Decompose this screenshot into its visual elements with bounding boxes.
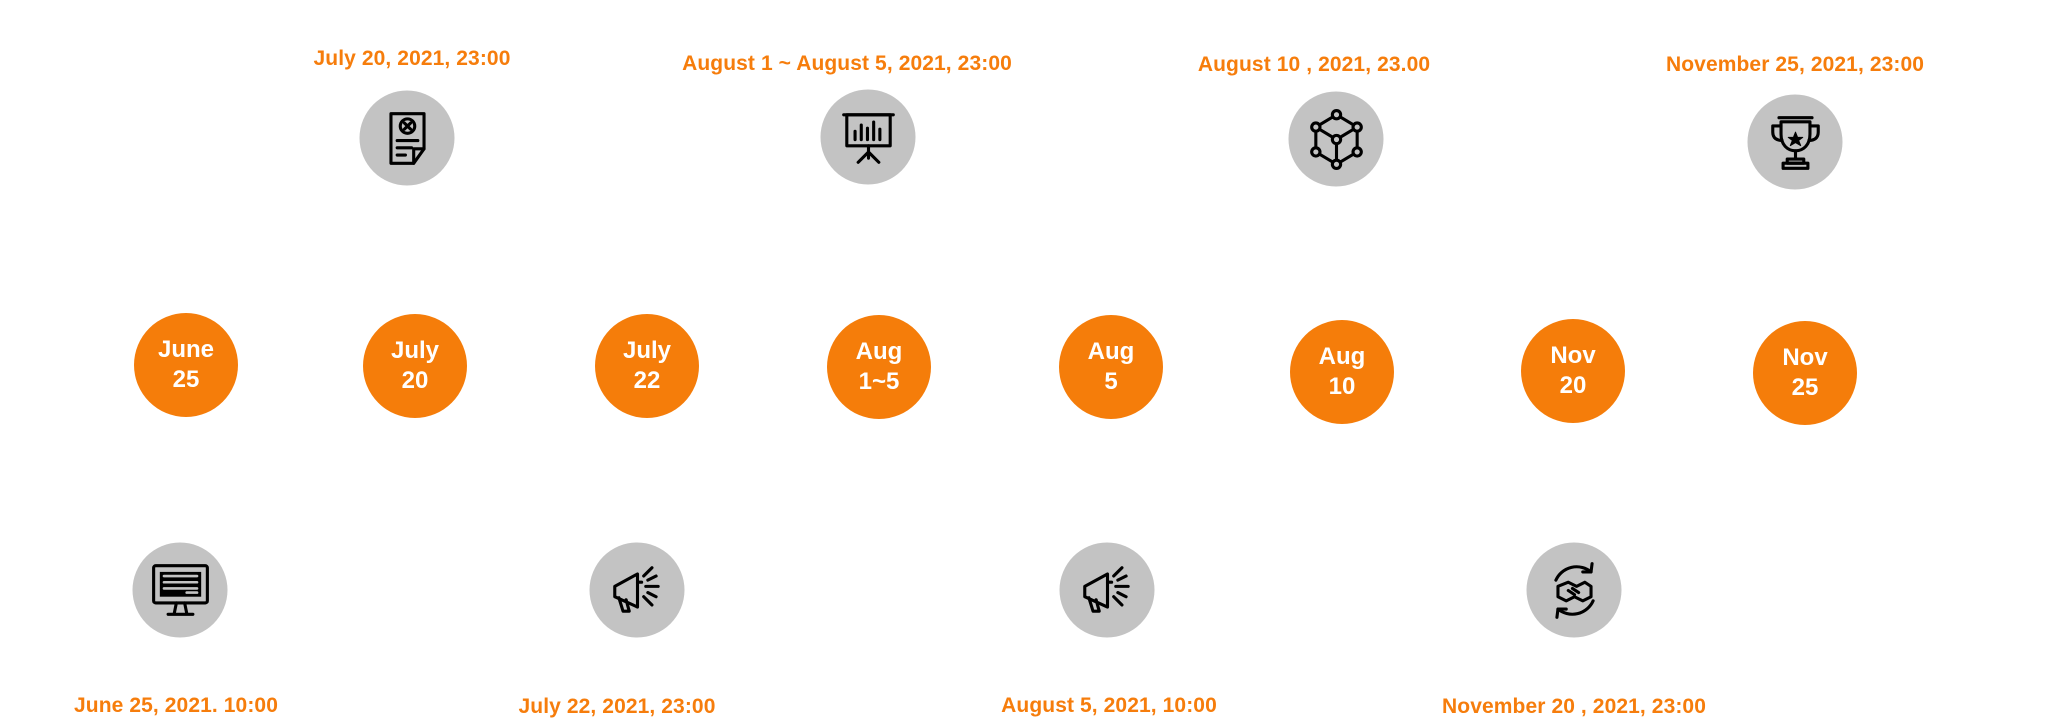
event-detail-label: July 20, 2021, 23:00 — [313, 47, 511, 70]
event-detail-label: November 20 , 2021, 23:00 — [1442, 695, 1706, 718]
megaphone-icon — [1059, 542, 1155, 638]
presentation-board-icon — [820, 89, 916, 185]
network-cube-icon — [1288, 91, 1384, 187]
event-detail-label: August 10 , 2021, 23.00 — [1197, 53, 1431, 76]
online-form-icon — [132, 542, 228, 638]
megaphone-icon — [589, 542, 685, 638]
event-detail-label: August 5, 2021, 10:00 — [1001, 694, 1217, 717]
event-detail-label: June 25, 2021. 10:00 — [74, 694, 278, 717]
event-detail-label: August 1 ~ August 5, 2021, 23:00 — [682, 52, 1012, 75]
event-detail-label: November 25, 2021, 23:00 — [1665, 53, 1925, 76]
trophy-icon — [1747, 94, 1843, 190]
rejected-document-icon — [359, 90, 455, 186]
event-detail-label: July 22, 2021, 23:00 — [518, 695, 716, 718]
handshake-cycle-icon — [1526, 542, 1622, 638]
